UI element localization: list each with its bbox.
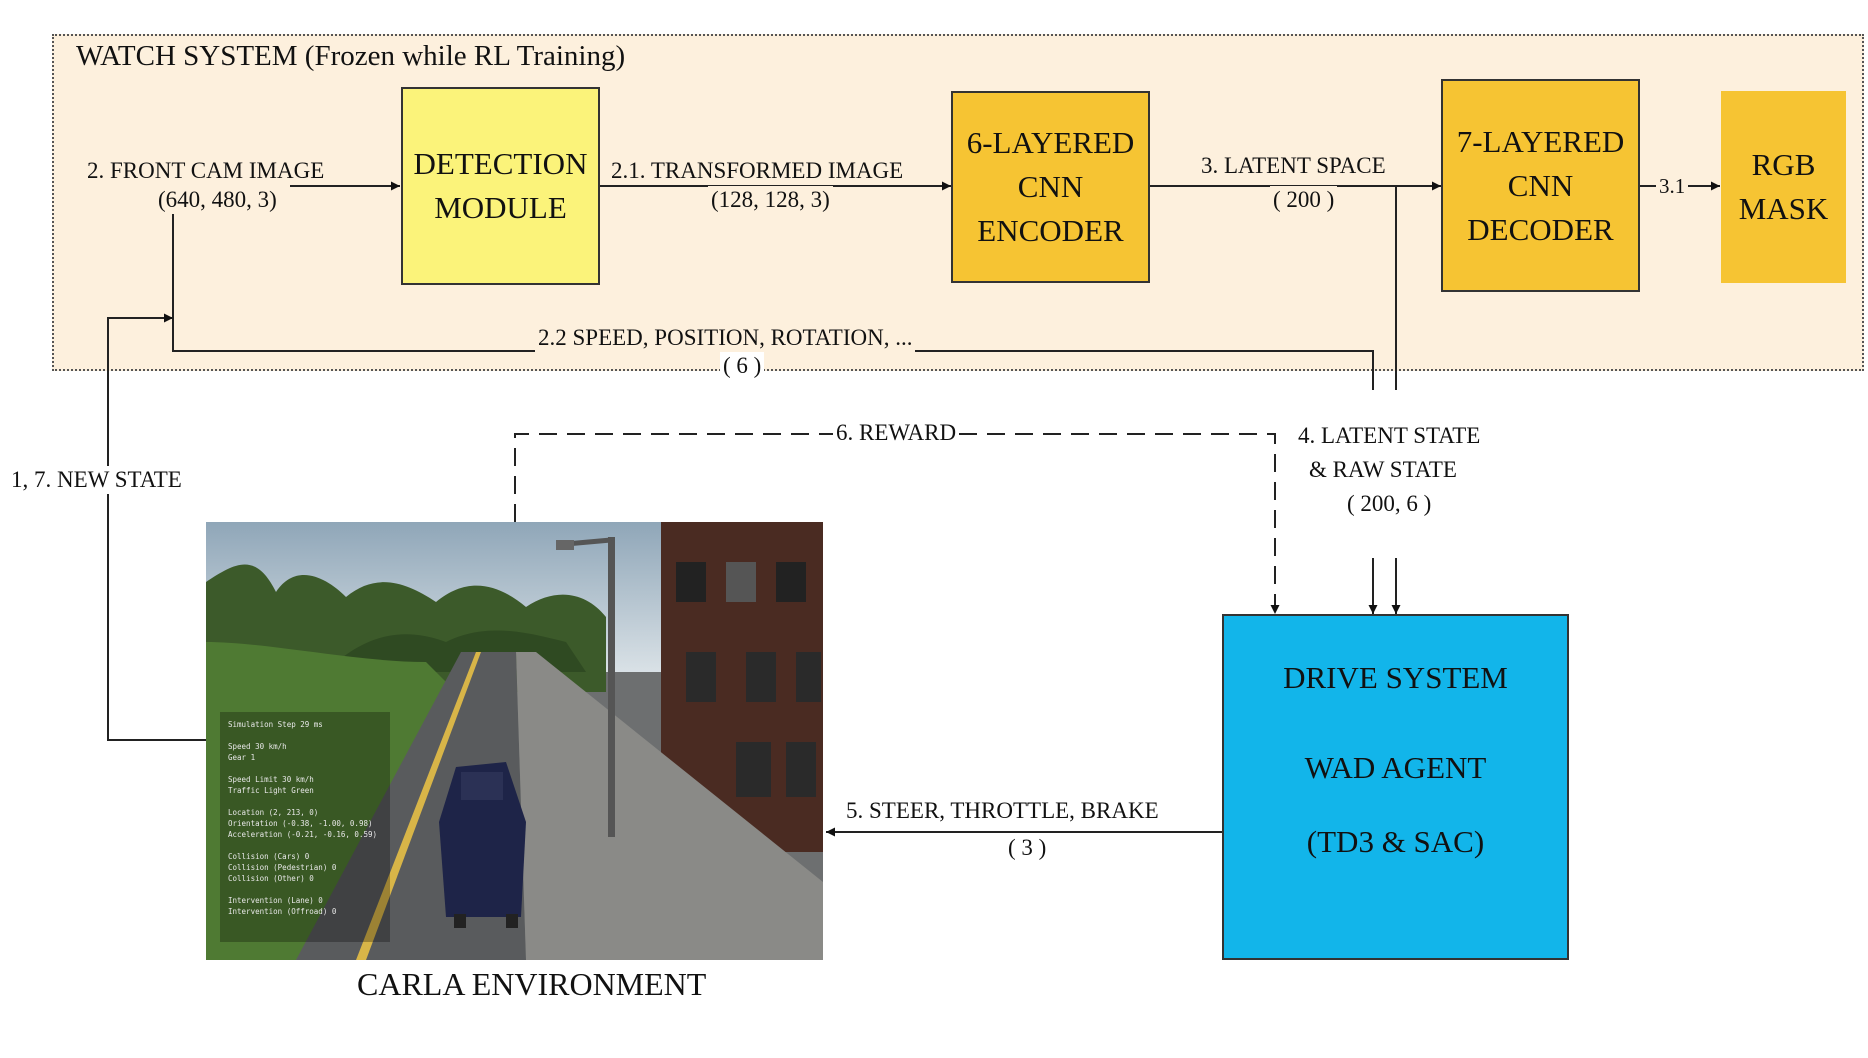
reward-line [514, 433, 1280, 614]
drive-line1: DRIVE SYSTEM [1283, 660, 1508, 695]
latent-state-label-2: & RAW STATE [1306, 456, 1460, 484]
speed-position-label: 2.2 SPEED, POSITION, ROTATION, ... [535, 324, 916, 352]
latent-space-label: 3. LATENT SPACE [1198, 152, 1389, 180]
road-center-line [356, 652, 481, 960]
hud-line: Acceleration (-0.21, -0.16, 0.59) [228, 830, 377, 839]
new-state-line [107, 313, 206, 741]
cnn-decoder-box: 7-LAYERED CNN DECODER [1441, 79, 1640, 292]
rgb-mask-box: RGB MASK [1721, 91, 1846, 283]
rgb-line1: RGB [1751, 147, 1816, 182]
decoder-line1: 7-LAYERED [1456, 123, 1625, 159]
hud-line: Orientation (-0.38, -1.00, 0.98) [228, 819, 373, 828]
latent-state-label-1: 4. LATENT STATE [1295, 422, 1484, 450]
front-cam-dim: (640, 480, 3) [155, 186, 280, 214]
steer-dim: ( 3 ) [1005, 834, 1050, 862]
streetlight-pole [608, 537, 615, 837]
detection-line2: MODULE [434, 190, 567, 225]
cnn-encoder-box: 6-LAYERED CNN ENCODER [951, 91, 1150, 283]
encoder-line2: CNN [1017, 169, 1084, 204]
hud-line: Intervention (Offroad) 0 [228, 907, 337, 916]
latent-state-label-3: ( 200, 6 ) [1344, 490, 1435, 518]
latent-space-dim: ( 200 ) [1270, 186, 1338, 214]
hud-line: Location (2, 213, 0) [228, 808, 318, 817]
decoder-line2: CNN [1507, 167, 1574, 203]
step-3-1-label: 3.1 [1656, 172, 1689, 200]
transformed-image-label: 2.1. TRANSFORMED IMAGE [608, 157, 907, 185]
encoder-line1: 6-LAYERED [966, 125, 1135, 160]
encoder-line3: ENCODER [977, 213, 1124, 248]
hud-line: Speed 30 km/h [228, 742, 287, 751]
sidewalk [516, 652, 823, 960]
decoder-line3: DECODER [1467, 211, 1614, 247]
speed-position-line [172, 200, 1374, 390]
rgb-line2: MASK [1738, 191, 1829, 226]
hud-line: Gear 1 [228, 753, 255, 762]
hud-line: Speed Limit 30 km/h [228, 775, 314, 784]
hud-line: Intervention (Lane) 0 [228, 896, 323, 905]
carla-environment-title: CARLA ENVIRONMENT [357, 966, 707, 1002]
steer-label: 5. STEER, THROTTLE, BRAKE [843, 797, 1162, 825]
latent-branch-line [1356, 185, 1397, 390]
hud-line: Collision (Other) 0 [228, 874, 314, 883]
reward-label: 6. REWARD [833, 419, 960, 447]
detection-module-box: DETECTION MODULE [401, 87, 600, 285]
drive-system-box: DRIVE SYSTEM WAD AGENT (TD3 & SAC) [1222, 614, 1569, 960]
drive-line3: (TD3 & SAC) [1306, 824, 1485, 859]
new-state-label: 1, 7. NEW STATE [8, 466, 185, 494]
front-cam-label: 2. FRONT CAM IMAGE [84, 157, 328, 185]
grass [206, 642, 456, 960]
hud-line: Simulation Step 29 ms [228, 720, 323, 729]
car [439, 762, 526, 917]
transformed-image-dim: (128, 128, 3) [708, 186, 833, 214]
detection-line1: DETECTION [413, 146, 588, 181]
hud-line: Traffic Light Green [228, 786, 314, 795]
hud-panel [220, 712, 390, 942]
hud-line: Collision (Cars) 0 [228, 852, 310, 861]
hud-line: Collision (Pedestrian) 0 [228, 863, 337, 872]
drive-line2: WAD AGENT [1304, 750, 1487, 785]
speed-position-dim: ( 6 ) [720, 352, 765, 380]
watch-system-title: WATCH SYSTEM (Frozen while RL Training) [76, 40, 626, 72]
